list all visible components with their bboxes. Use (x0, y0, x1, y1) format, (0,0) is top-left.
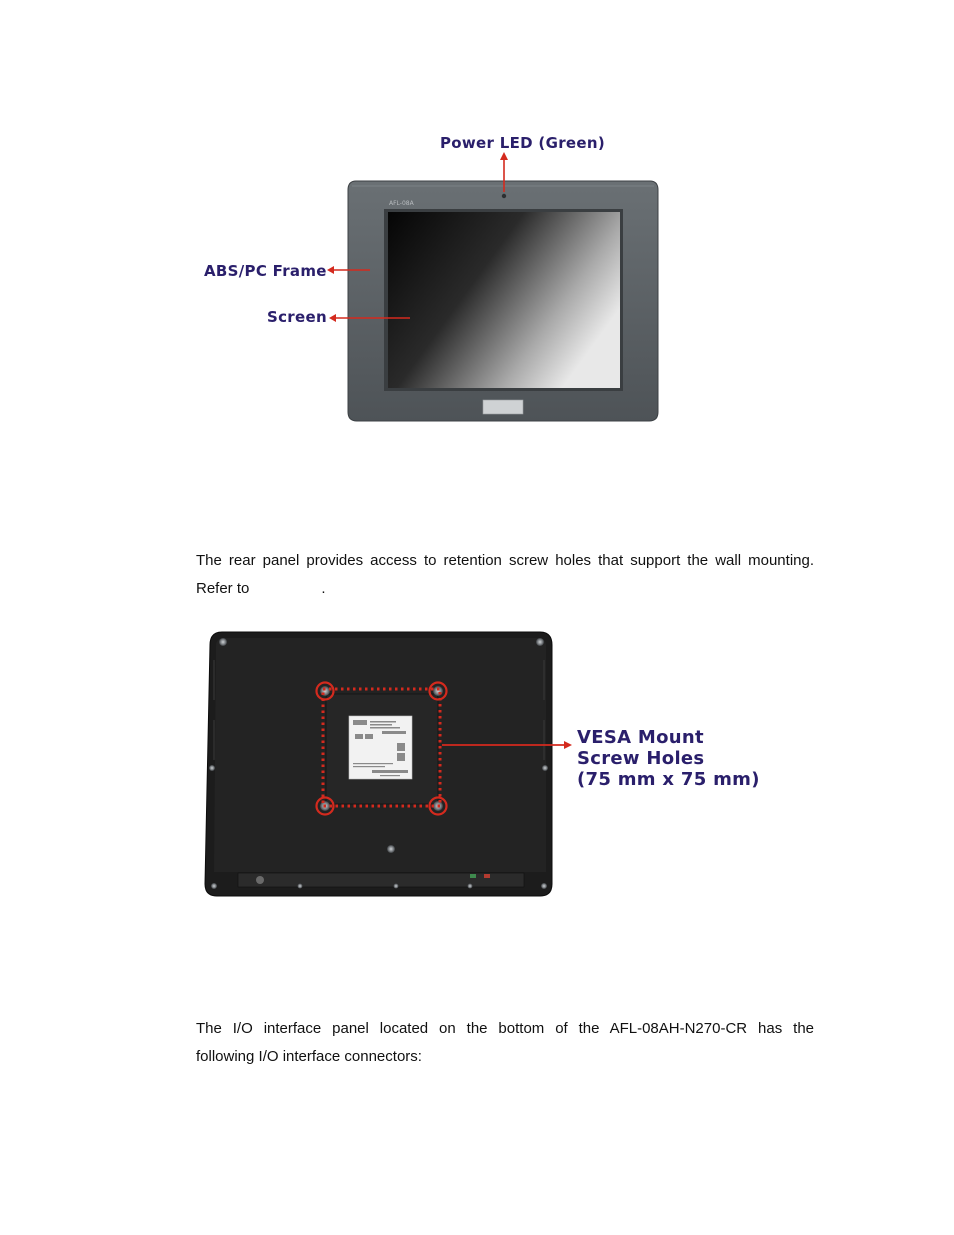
rear-paragraph-line-2: Refer to. (196, 575, 814, 603)
vesa-label-line-2: Screw Holes (577, 748, 705, 769)
refer-end-text: . (321, 580, 326, 597)
power-led (501, 193, 507, 199)
rear-paragraph-line-1: The rear panel provides access to retent… (196, 552, 814, 569)
rear-panel-paragraph: The rear panel provides access to retent… (196, 547, 814, 603)
model-text: AFL-08A (389, 200, 414, 207)
vesa-label-line-1: VESA Mount (577, 727, 704, 748)
bezel-label-plate (482, 399, 524, 415)
refer-to-text: Refer to (196, 580, 250, 597)
monitor-rear (204, 631, 553, 897)
monitor-front (347, 180, 659, 422)
front-callout-arrows (327, 152, 508, 322)
power-led-label: Power LED (Green) (440, 134, 605, 152)
screen-label: Screen (267, 308, 327, 326)
io-paragraph-line-1: The I/O interface panel located on the b… (196, 1020, 814, 1037)
frame-label: ABS/PC Frame (204, 262, 327, 280)
vesa-label: VESA Mount Screw Holes (75 mm x 75 mm) (577, 727, 760, 790)
vesa-highlight (315, 681, 572, 816)
io-paragraph-line-2: following I/O interface connectors: (196, 1048, 422, 1065)
vesa-label-line-3: (75 mm x 75 mm) (577, 769, 760, 790)
screen (388, 212, 620, 388)
io-panel-paragraph: The I/O interface panel located on the b… (196, 1015, 814, 1071)
